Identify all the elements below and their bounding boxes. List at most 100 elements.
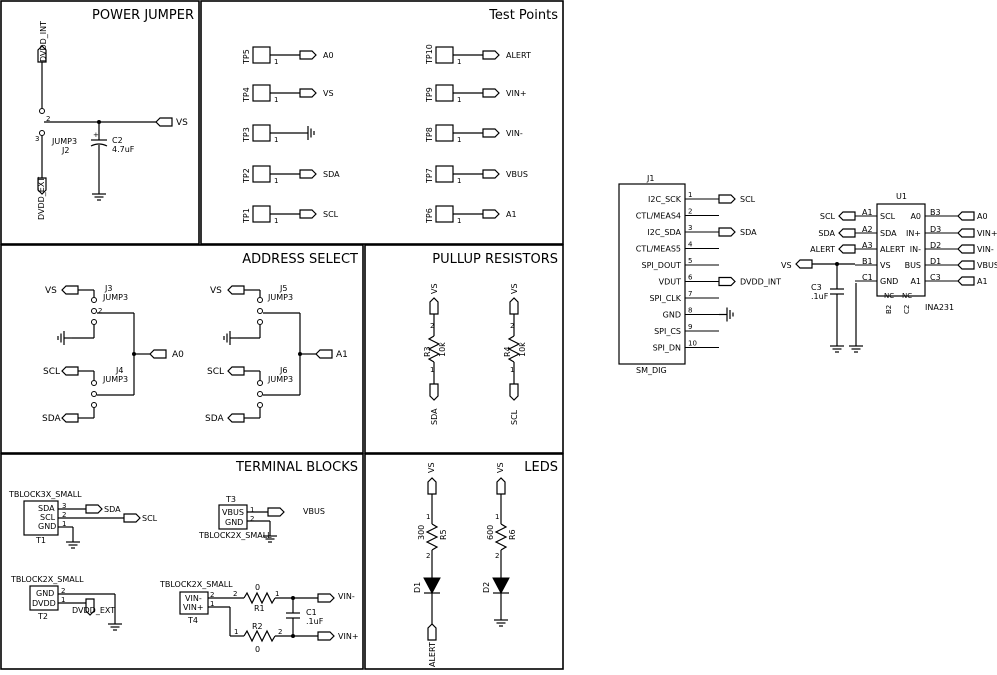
led-resistor-value: 600 <box>486 525 495 540</box>
svg-text:SM_DIG: SM_DIG <box>636 366 667 375</box>
svg-text:GND: GND <box>225 518 243 527</box>
pullup-value: 10k <box>518 342 527 357</box>
u1-pin-net: VIN- <box>977 245 994 254</box>
j1-pin-net: DVDD_INT <box>740 278 781 287</box>
u1-pin-label: IN+ <box>906 229 921 238</box>
svg-text:2: 2 <box>61 587 65 595</box>
j1-pin-number: 7 <box>688 290 692 298</box>
svg-text:VIN-: VIN- <box>338 592 355 601</box>
j1-pin-label: I2C_SCK <box>648 195 682 204</box>
led-resistor-ref: R5 <box>439 529 448 540</box>
svg-text:2: 2 <box>98 307 102 315</box>
j1-pin-label: SPI_CS <box>654 327 681 336</box>
svg-text:SDA: SDA <box>38 504 55 513</box>
test-point-pin: 1 <box>457 177 461 185</box>
svg-text:.1uF: .1uF <box>811 292 829 301</box>
svg-text:TBLOCK2X_SMALL: TBLOCK2X_SMALL <box>159 580 233 589</box>
pullup-pin: 2 <box>430 322 434 330</box>
test-point-pin: 1 <box>274 58 278 66</box>
svg-text:.1uF: .1uF <box>306 617 324 626</box>
jumper-type-label: JUMP3 <box>51 137 77 146</box>
j1-pin-label: SPI_CLK <box>649 294 681 303</box>
svg-text:A0: A0 <box>172 350 184 360</box>
j1-pin-number: 10 <box>688 340 697 348</box>
svg-text:SDA: SDA <box>205 414 224 424</box>
u1-pin-id: D1 <box>930 257 941 266</box>
svg-text:0: 0 <box>255 645 260 654</box>
test-point-pin: 1 <box>274 217 278 225</box>
svg-text:VIN-: VIN- <box>185 594 202 603</box>
svg-text:T4: T4 <box>187 616 198 625</box>
u1-pin-net: ALERT <box>810 245 835 254</box>
test-point-net: ALERT <box>506 51 531 60</box>
test-point-ref: TP8 <box>425 127 434 143</box>
pullup-pin: 2 <box>510 322 514 330</box>
u1-pin-label: SCL <box>880 212 896 221</box>
pullup-resistors-title: PULLUP RESISTORS <box>432 252 558 267</box>
j1-pin-label: GND <box>663 311 681 320</box>
c2-value: 4.7uF <box>112 145 135 154</box>
svg-text:+: + <box>93 131 99 139</box>
test-point-ref: TP4 <box>242 87 251 103</box>
jumper-ref-label: J2 <box>61 146 69 155</box>
svg-text:U1: U1 <box>896 192 907 201</box>
u1-pin-label: BUS <box>905 261 921 270</box>
test-point-ref: TP6 <box>425 208 434 224</box>
svg-text:2: 2 <box>210 591 214 599</box>
svg-text:VIN+: VIN+ <box>183 603 204 612</box>
j1-pin-net: SCL <box>740 195 756 204</box>
u1-pin-id: D2 <box>930 241 941 250</box>
test-point-ref: TP9 <box>425 87 434 103</box>
j1-pin-number: 2 <box>688 208 692 216</box>
led-ref: D1 <box>413 582 422 593</box>
svg-text:1: 1 <box>210 600 214 608</box>
svg-text:J3: J3 <box>104 284 112 293</box>
u1-pin-label: SDA <box>880 229 897 238</box>
svg-text:INA231: INA231 <box>925 303 954 312</box>
svg-text:C3: C3 <box>811 283 822 292</box>
test-point-net: SCL <box>323 210 339 219</box>
test-point-ref: TP1 <box>242 208 251 224</box>
svg-text:J4: J4 <box>115 366 123 375</box>
led-pin: 2 <box>495 552 499 560</box>
section-frames <box>0 0 564 670</box>
svg-text:SCL: SCL <box>142 514 158 523</box>
j1-pin-number: 3 <box>688 224 692 232</box>
u1-pin-net: VS <box>781 261 792 270</box>
test-point-net: A1 <box>506 210 517 219</box>
dvdd-int-net: DVDD_INT <box>39 21 48 62</box>
u1-pin-label: A1 <box>910 277 921 286</box>
svg-text:VBUS: VBUS <box>222 508 244 517</box>
svg-text:SDA: SDA <box>42 414 61 424</box>
svg-text:R1: R1 <box>254 604 265 613</box>
svg-text:1: 1 <box>61 596 65 604</box>
address-select-title: ADDRESS SELECT <box>242 252 358 267</box>
terminal-blocks-title: TERMINAL BLOCKS <box>235 460 358 475</box>
svg-text:1: 1 <box>250 506 254 514</box>
svg-text:B2: B2 <box>885 305 893 314</box>
svg-text:JUMP3: JUMP3 <box>267 293 293 302</box>
svg-text:1: 1 <box>275 590 279 598</box>
u1-pin-net: SCL <box>820 212 836 221</box>
j1-pin-label: VDUT <box>659 278 681 287</box>
j1-pin-label: CTL/MEAS4 <box>636 212 681 221</box>
pullup-pin: 1 <box>430 366 434 374</box>
u1-pin-label: ALERT <box>880 245 905 254</box>
svg-text:0: 0 <box>255 583 260 592</box>
u1-pin-id: C3 <box>930 273 941 282</box>
u1-pin-id: A1 <box>862 208 873 217</box>
